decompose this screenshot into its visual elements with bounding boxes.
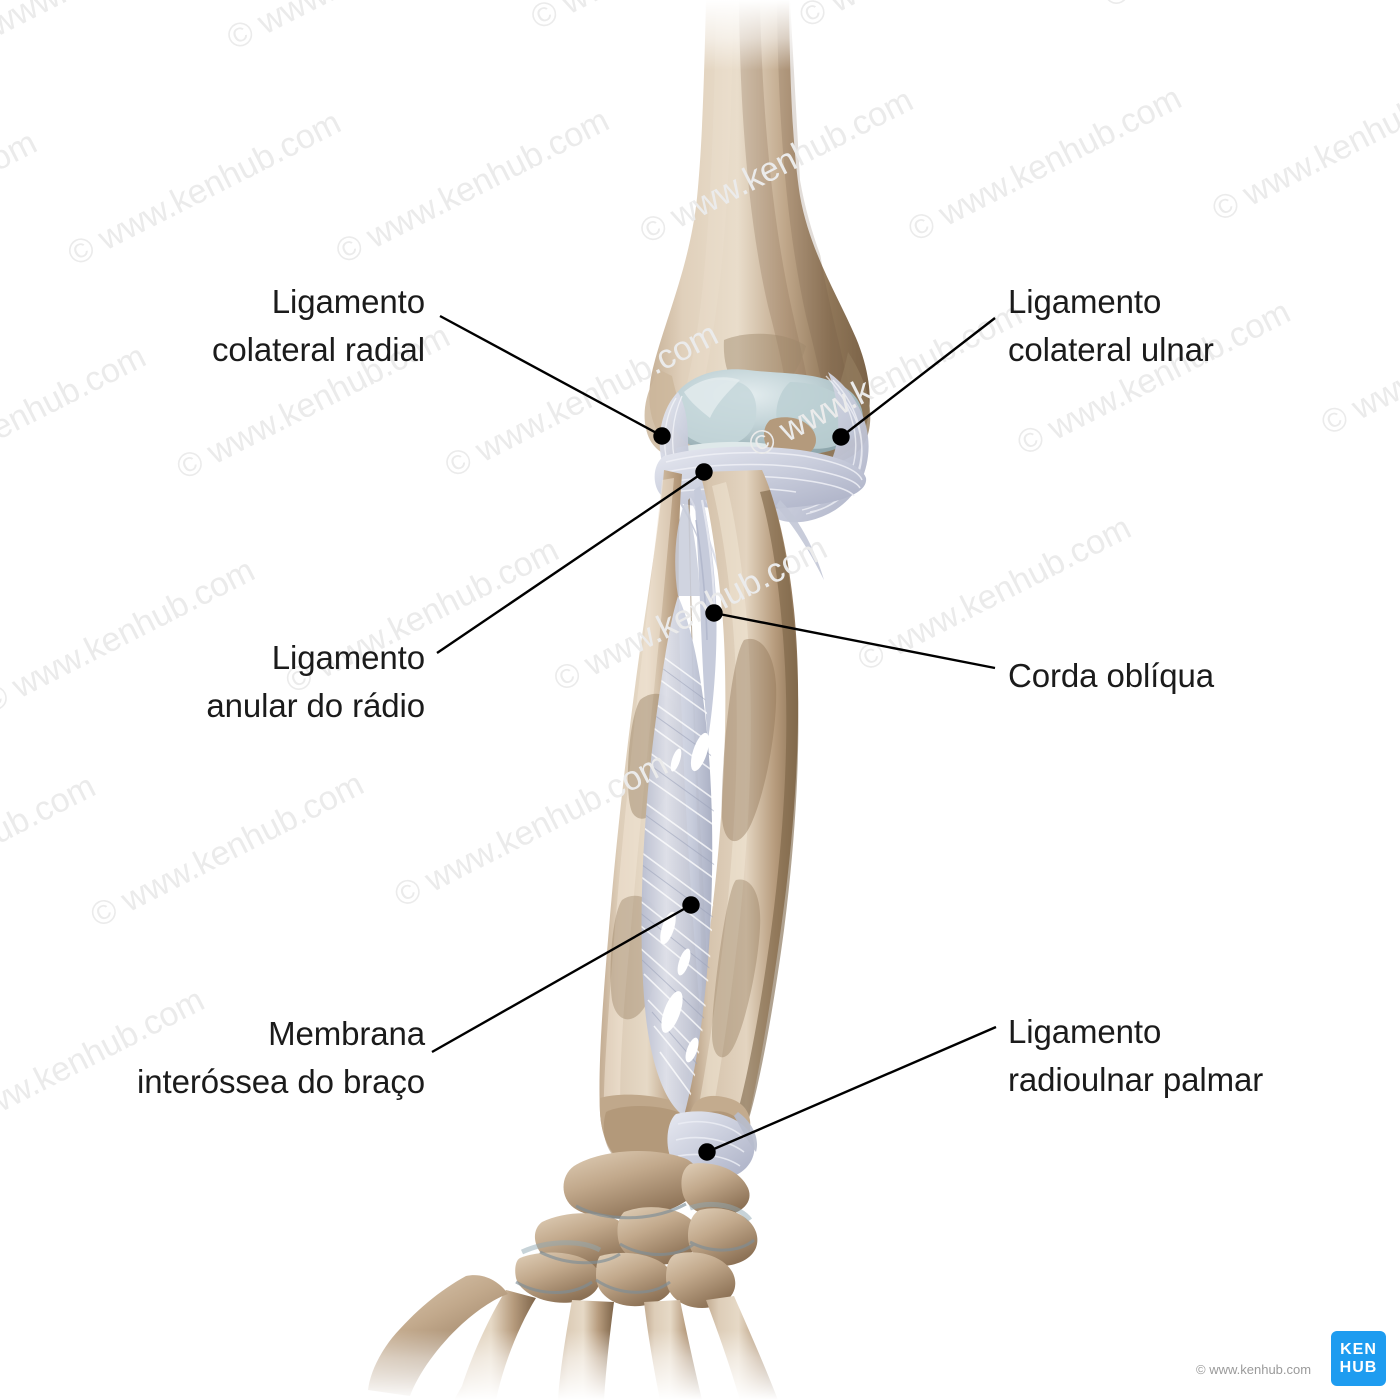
- leader-palmar-radioulnar-ligament: [698, 1025, 997, 1161]
- label-line: Ligamento: [271, 639, 425, 676]
- leader-annular-ligament: [436, 463, 713, 654]
- label-ulnar-collateral-ligament: Ligamento colateral ulnar: [1008, 278, 1214, 374]
- label-line: anular do rádio: [206, 687, 425, 724]
- interosseous-membrane: [641, 498, 715, 1116]
- label-line: colateral ulnar: [1008, 331, 1214, 368]
- kenhub-logo-line2: HUB: [1339, 1358, 1378, 1376]
- label-line: Membrana: [268, 1015, 425, 1052]
- label-palmar-radioulnar-ligament: Ligamento radioulnar palmar: [1008, 1008, 1263, 1104]
- leader-radial-collateral-ligament: [439, 314, 671, 445]
- label-line: radioulnar palmar: [1008, 1061, 1264, 1098]
- label-radial-collateral-ligament: Ligamento colateral radial: [212, 278, 425, 374]
- label-line: Ligamento: [271, 283, 425, 320]
- label-line: Corda oblíqua: [1008, 657, 1215, 694]
- label-line: interóssea do braço: [137, 1063, 425, 1100]
- carpal-and-metacarpal-bones: [340, 1151, 810, 1400]
- label-line: colateral radial: [211, 331, 425, 368]
- label-annular-ligament-of-radius: Ligamento anular do rádio: [206, 634, 425, 730]
- copyright-credit: © www.kenhub.com: [1196, 1362, 1312, 1377]
- leader-oblique-cord: [705, 604, 996, 670]
- label-line: Ligamento: [1008, 1013, 1162, 1050]
- leader-interosseous-membrane: [431, 896, 700, 1054]
- label-interosseous-membrane: Membrana interóssea do braço: [137, 1010, 425, 1106]
- leader-ulnar-collateral-ligament: [832, 317, 996, 446]
- kenhub-logo-line1: KEN: [1340, 1340, 1377, 1358]
- label-line: Ligamento: [1008, 283, 1162, 320]
- label-oblique-cord: Corda oblíqua: [1008, 652, 1214, 700]
- kenhub-logo: KEN HUB: [1331, 1331, 1386, 1386]
